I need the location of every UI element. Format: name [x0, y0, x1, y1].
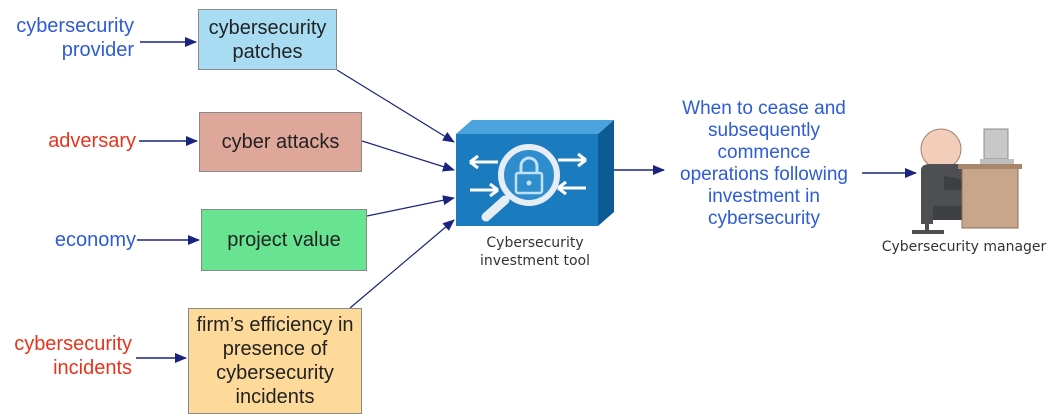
- person-at-desk-icon: [912, 128, 1022, 234]
- box-cyber-attacks: cyber attacks: [199, 112, 362, 172]
- source-economy: economy: [54, 229, 136, 251]
- box-cybersecurity-patches: cybersecurity patches: [198, 9, 337, 70]
- arrow-attacks-to-tool: [361, 140, 455, 172]
- box-project-value: project value: [201, 209, 367, 271]
- arrow-patches-to-tool: [336, 69, 455, 143]
- manager-caption: Cybersecurity manager: [881, 239, 1047, 255]
- tool-caption: Cybersecurity investment tool: [479, 235, 591, 269]
- lock-magnifier-icon: [456, 120, 614, 226]
- source-cybersecurity-provider: cybersecurity provider: [16, 15, 134, 61]
- source-cybersecurity-incidents: cybersecurity incidents: [14, 333, 132, 379]
- box-firm-efficiency: firm’s efficiency in presence of cyberse…: [188, 308, 362, 414]
- arrow-value-to-tool: [366, 195, 455, 217]
- arrow-efficiency-to-tool: [349, 219, 455, 309]
- outcome-text: When to cease and subsequently commence …: [680, 98, 848, 229]
- source-adversary: adversary: [48, 130, 136, 152]
